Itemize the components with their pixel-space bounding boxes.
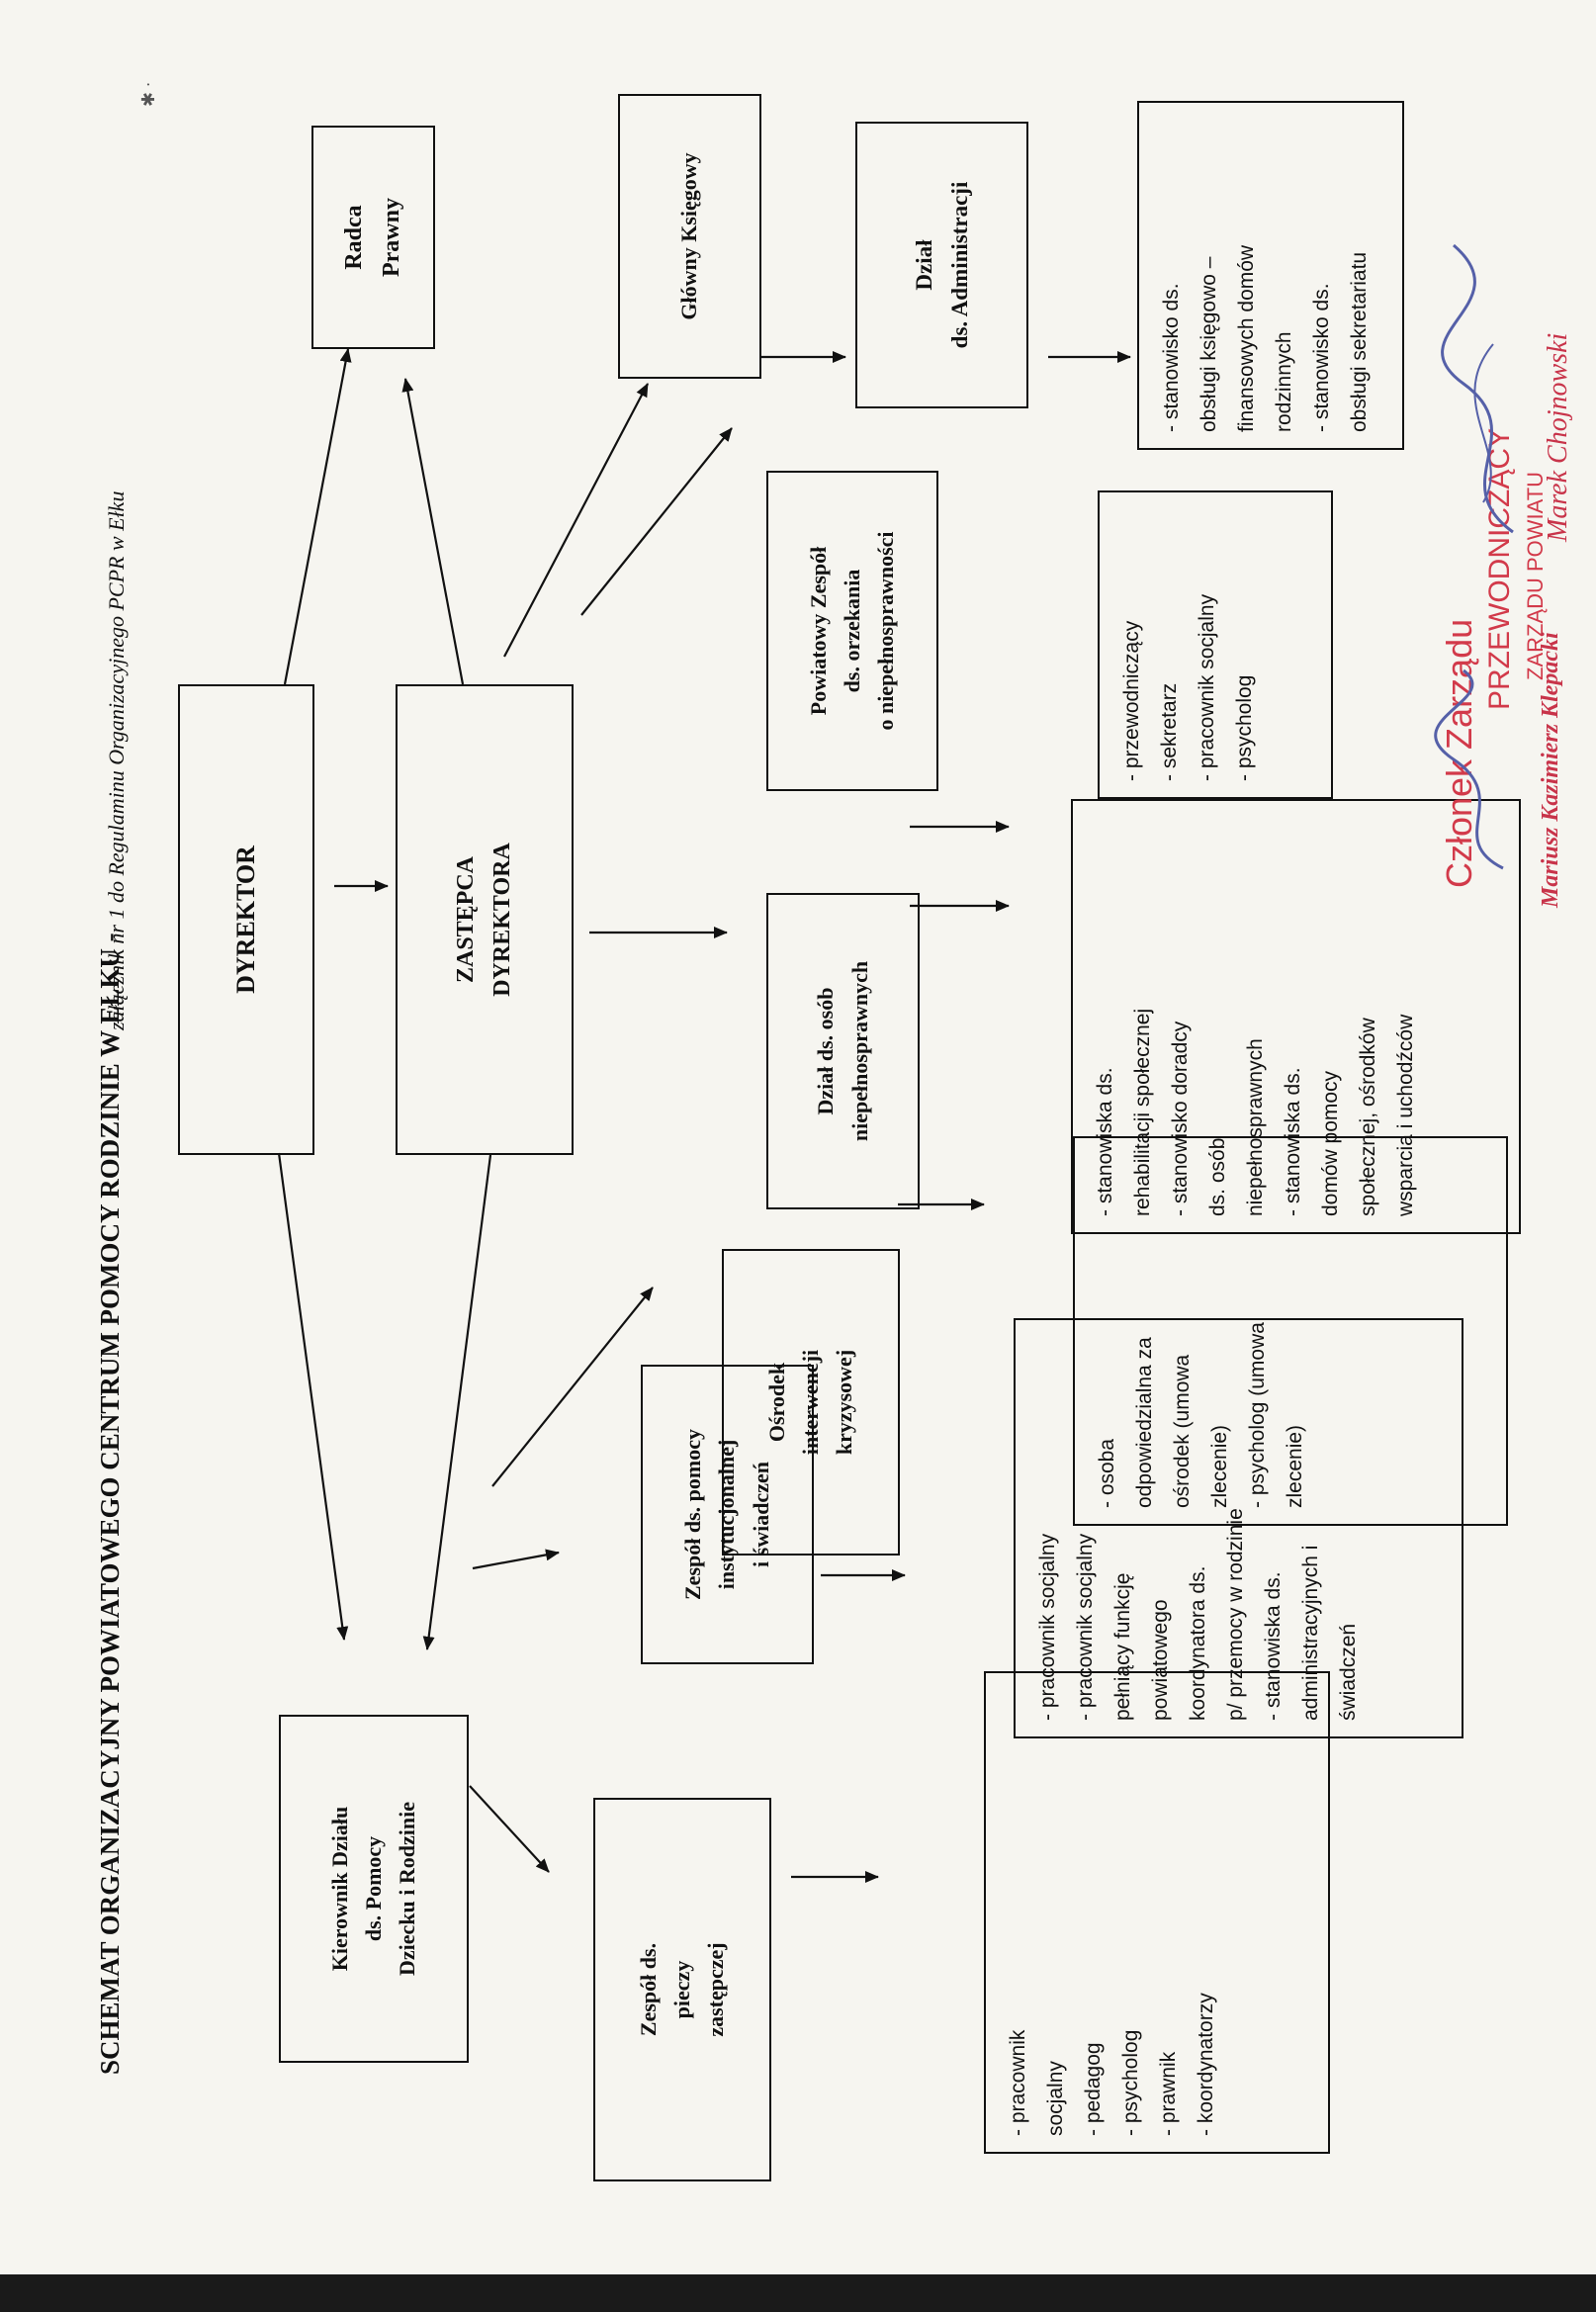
dyrektor-box: DYREKTOR bbox=[178, 684, 314, 1155]
zastepca-label-2: DYREKTORA bbox=[489, 843, 515, 997]
handwritten-signature-mark bbox=[1441, 243, 1514, 534]
arrow-dyrektor-radca bbox=[283, 348, 352, 685]
list-item: obsługi sekretariatu bbox=[1348, 251, 1371, 432]
radca-box: Radca Prawny bbox=[311, 126, 435, 349]
administracja-label-2: ds. Administracji bbox=[946, 181, 972, 349]
orzekanie-label-3: o niepełnosprawności bbox=[873, 531, 899, 731]
arrow-zastepca-osrodek bbox=[491, 1287, 654, 1487]
instytucjonalna-box: Zespół ds. pomocy instytucjonalnej i świ… bbox=[641, 1365, 814, 1664]
piecza-box: Zespół ds. pieczy zastępczej bbox=[593, 1798, 771, 2181]
piecza-list: - pracownik socjalny - pedagog - psychol… bbox=[984, 1671, 1330, 2154]
list-item: - pracownik bbox=[1007, 2029, 1029, 2136]
arrow-dyrektor-kierownik bbox=[277, 1152, 349, 1641]
list-item: - pracownik socjalny bbox=[1074, 1533, 1097, 1721]
radca-label-2: Prawny bbox=[378, 198, 404, 277]
list-item: powiatowego bbox=[1149, 1599, 1172, 1721]
list-item: obsługi księgowo – bbox=[1197, 256, 1220, 432]
orzekanie-label-1: Powiatowy Zespół bbox=[805, 546, 831, 716]
list-item: koordynatora ds. bbox=[1187, 1565, 1209, 1721]
list-item: administracyjnych i bbox=[1299, 1545, 1322, 1721]
administracja-box: Dział ds. Administracji bbox=[855, 122, 1028, 408]
arrow-zastepca-ksiegowy bbox=[503, 383, 649, 658]
administracja-label-1: Dział bbox=[911, 239, 936, 291]
list-item: - sekretarz bbox=[1158, 682, 1181, 781]
list-item: pełniący funkcję bbox=[1111, 1572, 1134, 1721]
signature-klepacki: Mariusz Kazimierz Klepacki bbox=[1538, 632, 1563, 908]
piecza-label-3: zastępczej bbox=[703, 1942, 729, 2037]
kierownik-label-1: Kierownik Działu bbox=[326, 1806, 352, 1972]
zastepca-label-1: ZASTĘPCA bbox=[452, 855, 479, 984]
orzekanie-list: - przewodniczący - sekretarz - pracownik… bbox=[1098, 490, 1333, 799]
arrow-kierownik-piecza bbox=[469, 1785, 550, 1873]
list-item: p/ przemocy w rodzinie bbox=[1224, 1508, 1247, 1721]
list-item: - stanowisko ds. bbox=[1310, 283, 1333, 432]
signature-chojnowski: Marek Chojnowski bbox=[1543, 332, 1573, 542]
zastepca-box: ZASTĘPCA DYREKTORA bbox=[396, 684, 574, 1155]
piecza-label-2: pieczy bbox=[668, 1960, 694, 2019]
list-item: socjalny bbox=[1044, 2061, 1067, 2136]
list-item: - stanowiska ds. bbox=[1262, 1571, 1285, 1721]
instytucjonalna-label-1: Zespół ds. pomocy bbox=[680, 1429, 706, 1600]
scan-speck: ✱ · bbox=[138, 81, 158, 107]
arrow-zastepca-kierownik bbox=[422, 1154, 492, 1650]
kierownik-box: Kierownik Działu ds. Pomocy Dziecku i Ro… bbox=[279, 1715, 469, 2063]
list-item: - prawnik bbox=[1157, 2051, 1180, 2136]
kierownik-label-2: ds. Pomocy bbox=[360, 1835, 386, 1942]
arrow-kierownik-instytucjonalna bbox=[472, 1549, 560, 1570]
orzekanie-box: Powiatowy Zespół ds. orzekania o niepełn… bbox=[766, 471, 938, 791]
list-item: - koordynatorzy bbox=[1195, 1993, 1217, 2136]
dyrektor-label: DYREKTOR bbox=[230, 845, 260, 994]
list-item: - pracownik socjalny bbox=[1196, 593, 1218, 781]
administracja-list: - stanowisko ds. obsługi księgowo – fina… bbox=[1137, 101, 1404, 450]
list-item: rodzinnych bbox=[1273, 331, 1295, 432]
scan-edge-bar bbox=[0, 2274, 1596, 2312]
niepelnosprawni-label-2: niepełnosprawnych bbox=[846, 960, 872, 1142]
radca-label-1: Radca bbox=[341, 205, 368, 270]
osrodek-label-3: kryzysowej bbox=[832, 1349, 857, 1456]
list-item: - pracownik socjalny bbox=[1036, 1533, 1059, 1721]
arrow-zastepca-radca bbox=[401, 378, 465, 685]
niepelnosprawni-box: Dział ds. osób niepełnosprawnych bbox=[766, 893, 920, 1209]
instytucjonalna-label-3: i świadczeń bbox=[748, 1462, 773, 1567]
orzekanie-label-2: ds. orzekania bbox=[839, 569, 864, 693]
list-item: - stanowisko ds. bbox=[1160, 283, 1183, 432]
ksiegowy-label: Główny Księgowy bbox=[676, 152, 702, 320]
arrow-zastepca-orzekanie bbox=[580, 427, 733, 616]
niepelnosprawni-label-1: Dział ds. osób bbox=[813, 987, 839, 1115]
glowny-ksiegowy-box: Główny Księgowy bbox=[618, 94, 761, 379]
handwritten-signature-mark bbox=[1434, 668, 1504, 870]
list-item: - psycholog bbox=[1233, 674, 1256, 781]
list-item: finansowych domów bbox=[1235, 244, 1258, 432]
instytucjonalna-label-2: instytucjonalnej bbox=[714, 1439, 740, 1590]
kierownik-label-3: Dziecku i Rodzinie bbox=[395, 1802, 420, 1976]
list-item: - pedagog bbox=[1082, 2042, 1105, 2136]
list-item: - przewodniczący bbox=[1120, 620, 1143, 781]
list-item: świadczeń bbox=[1337, 1623, 1360, 1721]
piecza-label-1: Zespół ds. bbox=[635, 1942, 661, 2037]
list-item: - psycholog bbox=[1119, 2029, 1142, 2136]
